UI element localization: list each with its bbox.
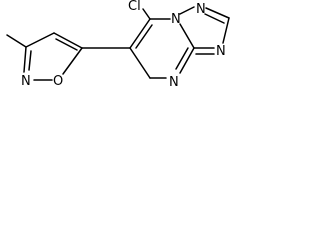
bond-n1-n2 — [179, 6, 195, 15]
atom-chlorine: Cl — [128, 0, 141, 14]
atom-pyrimidine-bottom-n: N — [169, 75, 179, 90]
atom-pyrimidine-bridge-n: N — [171, 12, 181, 27]
bond-methyl — [6, 34, 27, 48]
bond-c5-o — [62, 47, 83, 75]
bond-c8a-n4-b — [175, 47, 189, 70]
atom-triazole-right-n: N — [216, 44, 226, 59]
bond-c7-cl — [142, 8, 151, 20]
atom-triazole-top-n: N — [196, 2, 206, 17]
bond-c4-c5-a — [53, 32, 83, 49]
chemical-structure-diagram: Cl N N N N N O — [6, 0, 230, 90]
bond-n-c3-a — [23, 46, 27, 73]
bond-n-c3-b — [28, 50, 32, 71]
bond-n1-c8a — [179, 23, 195, 49]
atom-isoxazole-n: N — [21, 74, 31, 89]
bond-c4-c5-b — [55, 38, 78, 51]
bond-c6-c7-a — [129, 18, 151, 49]
bond-c8a-n4-a — [179, 47, 195, 74]
atom-isoxazole-o: O — [53, 74, 63, 89]
bond-c3-c4 — [25, 32, 55, 48]
bond-n2-c3-a — [205, 7, 230, 19]
bonds — [6, 6, 230, 81]
bond-c5-c6 — [129, 47, 151, 79]
bond-n2-c3-b — [204, 13, 225, 24]
bond-c3-n4 — [222, 17, 230, 44]
atom-labels: Cl N N N N N O — [21, 0, 226, 90]
bond-c6-c7-b — [135, 24, 153, 49]
